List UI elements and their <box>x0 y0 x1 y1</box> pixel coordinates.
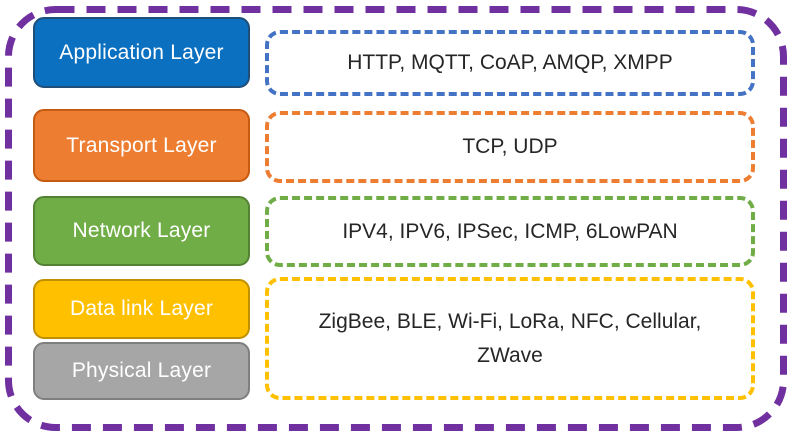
layer-label-datalink: Data link Layer <box>69 297 214 320</box>
layer-box-application: Application Layer <box>33 17 250 88</box>
protocol-list-datalink-physical: ZigBee, BLE, Wi-Fi, LoRa, NFC, Cellular,… <box>318 309 702 367</box>
layer-box-physical: Physical Layer <box>33 342 250 400</box>
layer-label-application: Application Layer <box>59 40 224 64</box>
layer-label-network: Network Layer <box>72 219 211 242</box>
layer-box-datalink: Data link Layer <box>33 279 250 339</box>
protocol-list-network: IPV4, IPV6, IPSec, ICMP, 6LowPAN <box>342 219 678 243</box>
protocol-box-transport: TCP, UDP <box>265 111 755 183</box>
protocol-box-network: IPV4, IPV6, IPSec, ICMP, 6LowPAN <box>265 196 755 267</box>
layer-label-physical: Physical Layer <box>71 359 212 382</box>
layer-label-transport: Transport Layer <box>66 133 217 157</box>
protocol-list-transport: TCP, UDP <box>462 135 558 159</box>
layer-box-transport: Transport Layer <box>33 109 250 182</box>
protocol-box-datalink-physical: ZigBee, BLE, Wi-Fi, LoRa, NFC, Cellular,… <box>265 277 755 400</box>
layer-box-network: Network Layer <box>33 196 250 266</box>
protocol-box-application: HTTP, MQTT, CoAP, AMQP, XMPP <box>265 30 755 96</box>
protocol-list-application: HTTP, MQTT, CoAP, AMQP, XMPP <box>347 51 673 75</box>
